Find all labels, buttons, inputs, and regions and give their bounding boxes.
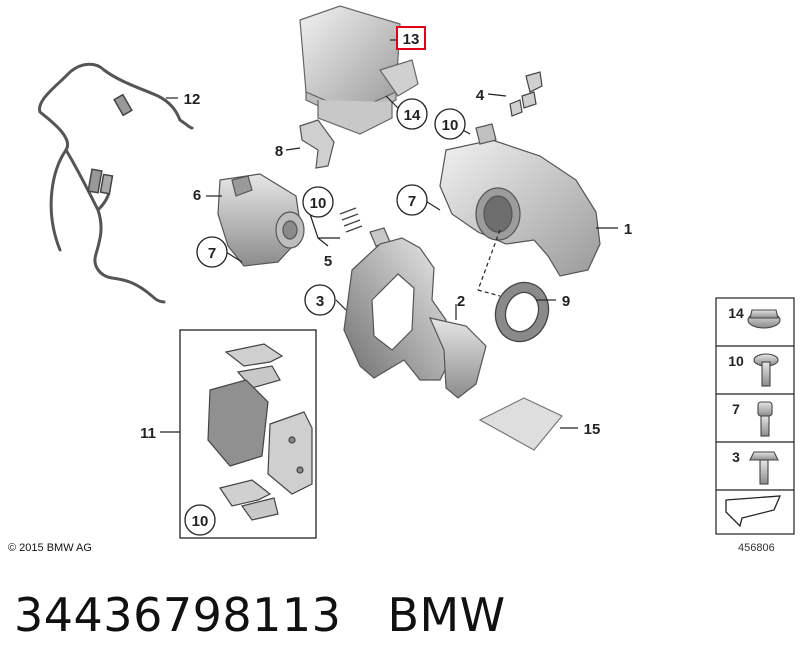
callout-12: 12 bbox=[184, 91, 201, 108]
svg-text:14: 14 bbox=[404, 107, 421, 124]
copyright-notice: © 2015 BMW AG bbox=[8, 542, 92, 554]
control-module bbox=[299, 5, 419, 135]
legend-label-3: 3 bbox=[732, 449, 740, 465]
fastener-legend bbox=[715, 297, 795, 535]
callout-7-caliper: 7 bbox=[396, 184, 428, 216]
legend-hex-bolt-icon bbox=[749, 451, 779, 485]
callout-10-caliper: 10 bbox=[434, 108, 466, 140]
svg-text:13: 13 bbox=[403, 31, 420, 48]
brake-pad-set bbox=[207, 343, 313, 521]
legend-nut-icon bbox=[747, 309, 781, 329]
callout-1: 1 bbox=[624, 221, 632, 238]
part-caption: 34436798113 BMW bbox=[14, 588, 506, 642]
legend-bolt-icon bbox=[753, 353, 779, 387]
bleed-valve bbox=[509, 71, 543, 117]
callout-14: 14 bbox=[396, 98, 428, 130]
leader-lines bbox=[160, 39, 618, 433]
svg-text:3: 3 bbox=[316, 293, 324, 310]
callout-2: 2 bbox=[457, 293, 465, 310]
callout-5: 5 bbox=[324, 253, 332, 270]
diagram-number: 456806 bbox=[738, 542, 775, 554]
brake-actuator bbox=[217, 173, 305, 267]
legend-label-7: 7 bbox=[732, 401, 740, 417]
callout-3: 3 bbox=[304, 284, 336, 316]
callout-13: 13 bbox=[396, 26, 426, 50]
callout-8: 8 bbox=[275, 143, 283, 160]
grease-packet bbox=[478, 397, 563, 451]
callout-11: 11 bbox=[140, 425, 156, 442]
svg-text:7: 7 bbox=[408, 193, 416, 210]
brand-name: BMW bbox=[387, 588, 506, 642]
legend-label-14: 14 bbox=[728, 305, 744, 321]
svg-text:7: 7 bbox=[208, 245, 216, 262]
brake-caliper bbox=[439, 123, 601, 277]
callout-7-actuator: 7 bbox=[196, 236, 228, 268]
bracket bbox=[299, 119, 335, 169]
svg-text:10: 10 bbox=[192, 513, 209, 530]
callout-15: 15 bbox=[584, 421, 601, 438]
spring bbox=[339, 207, 363, 233]
svg-text:10: 10 bbox=[310, 195, 327, 212]
callout-9: 9 bbox=[562, 293, 570, 310]
callout-10-pads: 10 bbox=[184, 504, 216, 536]
callout-4: 4 bbox=[476, 87, 485, 104]
part-number: 34436798113 bbox=[14, 588, 342, 642]
svg-text:10: 10 bbox=[442, 117, 459, 134]
piston-seal bbox=[494, 281, 550, 343]
legend-screw-icon bbox=[757, 401, 773, 437]
wear-sensor-cable bbox=[38, 62, 194, 304]
legend-label-10: 10 bbox=[728, 353, 744, 369]
caliper-bracket bbox=[428, 317, 487, 399]
callout-10-spring: 10 bbox=[302, 186, 334, 218]
navigation-arrow-icon bbox=[725, 495, 782, 528]
callout-6: 6 bbox=[193, 187, 201, 204]
caliper-carrier bbox=[343, 237, 451, 381]
